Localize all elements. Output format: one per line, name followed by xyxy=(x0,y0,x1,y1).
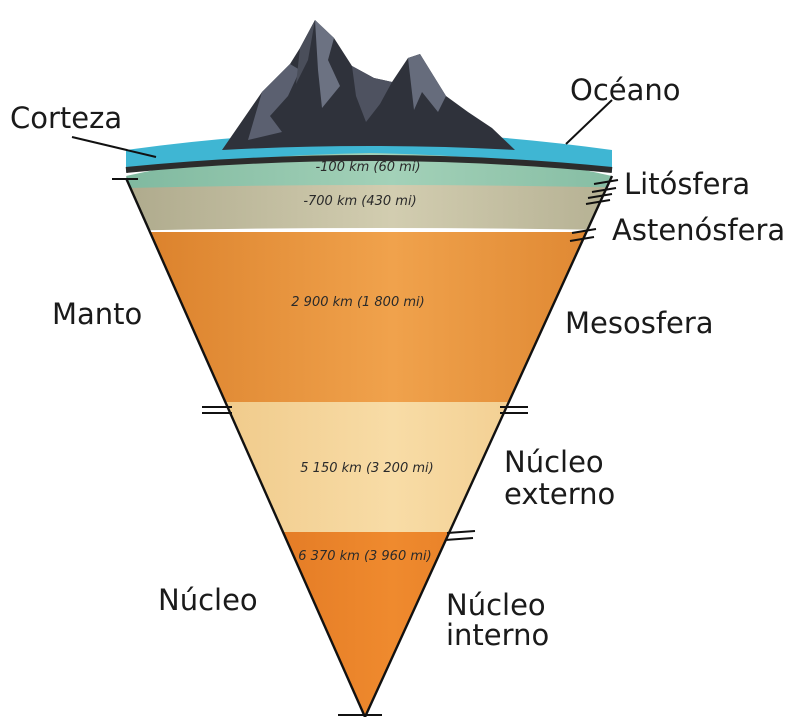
depth-label-lithosphere: -100 km (60 mi) xyxy=(315,160,420,175)
depth-label-mesosphere: 2 900 km (1 800 mi) xyxy=(291,295,424,310)
asthenosphere-layer xyxy=(126,175,612,234)
label-crust: Corteza xyxy=(10,101,122,135)
label-outer-core-line1: Núcleo xyxy=(504,445,604,479)
label-core: Núcleo xyxy=(158,583,258,617)
label-inner-core-line1: Núcleo xyxy=(446,588,546,622)
label-asthenosphere: Astenósfera xyxy=(612,213,785,247)
label-outer-core-line2: externo xyxy=(504,477,615,511)
label-mesosphere: Mesosfera xyxy=(565,306,714,340)
mountain-range xyxy=(222,20,515,150)
label-lithosphere: Litósfera xyxy=(624,167,750,201)
label-ocean: Océano xyxy=(570,73,681,107)
depth-label-asthenosphere: -700 km (430 mi) xyxy=(303,194,416,209)
ocean-pointer-line xyxy=(565,99,613,145)
crust-pointer-line xyxy=(71,136,157,158)
label-inner-core-line2: interno xyxy=(446,618,549,652)
label-mantle: Manto xyxy=(52,297,142,331)
crust-line xyxy=(125,155,613,173)
depth-label-outer-core: 5 150 km (3 200 mi) xyxy=(300,461,433,476)
cone-outline-left xyxy=(124,177,367,717)
cone-outline-right xyxy=(363,175,614,717)
break-marks xyxy=(112,178,619,716)
depth-label-inner-core: 6 370 km (3 960 mi) xyxy=(298,549,431,564)
